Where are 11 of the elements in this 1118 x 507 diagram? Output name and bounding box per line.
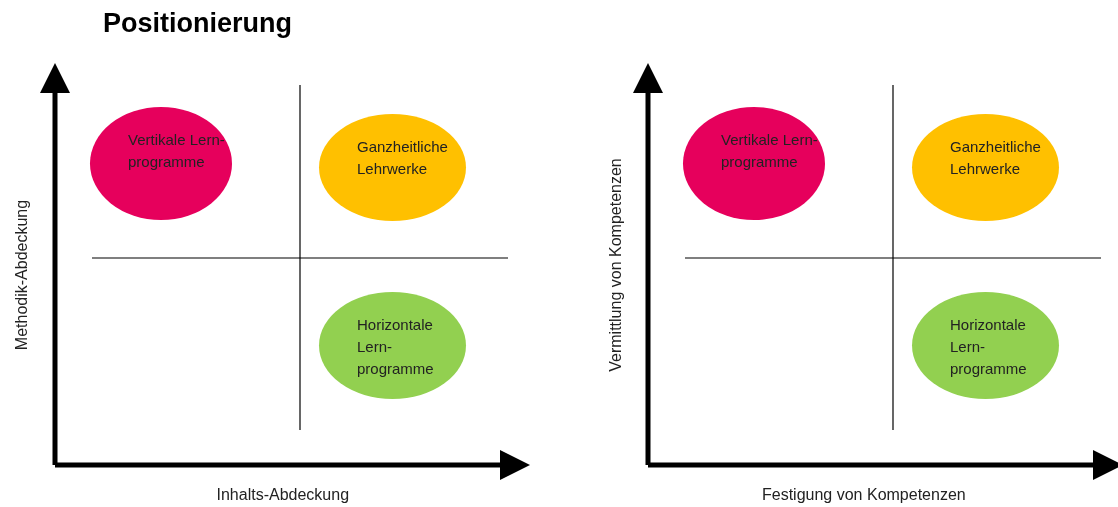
ellipse-label: Vertikale Lern-programme <box>721 130 819 172</box>
title: Positionierung <box>103 8 292 39</box>
y-axis-label: Vermittlung von Kompetenzen <box>606 158 625 372</box>
y-axis-label: Methodik-Abdeckung <box>13 199 32 351</box>
x-axis-label: Festigung von Kompetenzen <box>762 486 966 504</box>
ellipse-label: Horizontale Lern-programme <box>357 315 435 379</box>
ellipse-label: Horizontale Lern-programme <box>950 315 1028 379</box>
x-axis-label: Inhalts-Abdeckung <box>216 486 350 504</box>
ellipse-label: Vertikale Lern-programme <box>128 130 226 172</box>
ellipse-label: Ganzheitliche Lehrwerke <box>950 137 1042 179</box>
ellipse-label: Ganzheitliche Lehrwerke <box>357 137 449 179</box>
